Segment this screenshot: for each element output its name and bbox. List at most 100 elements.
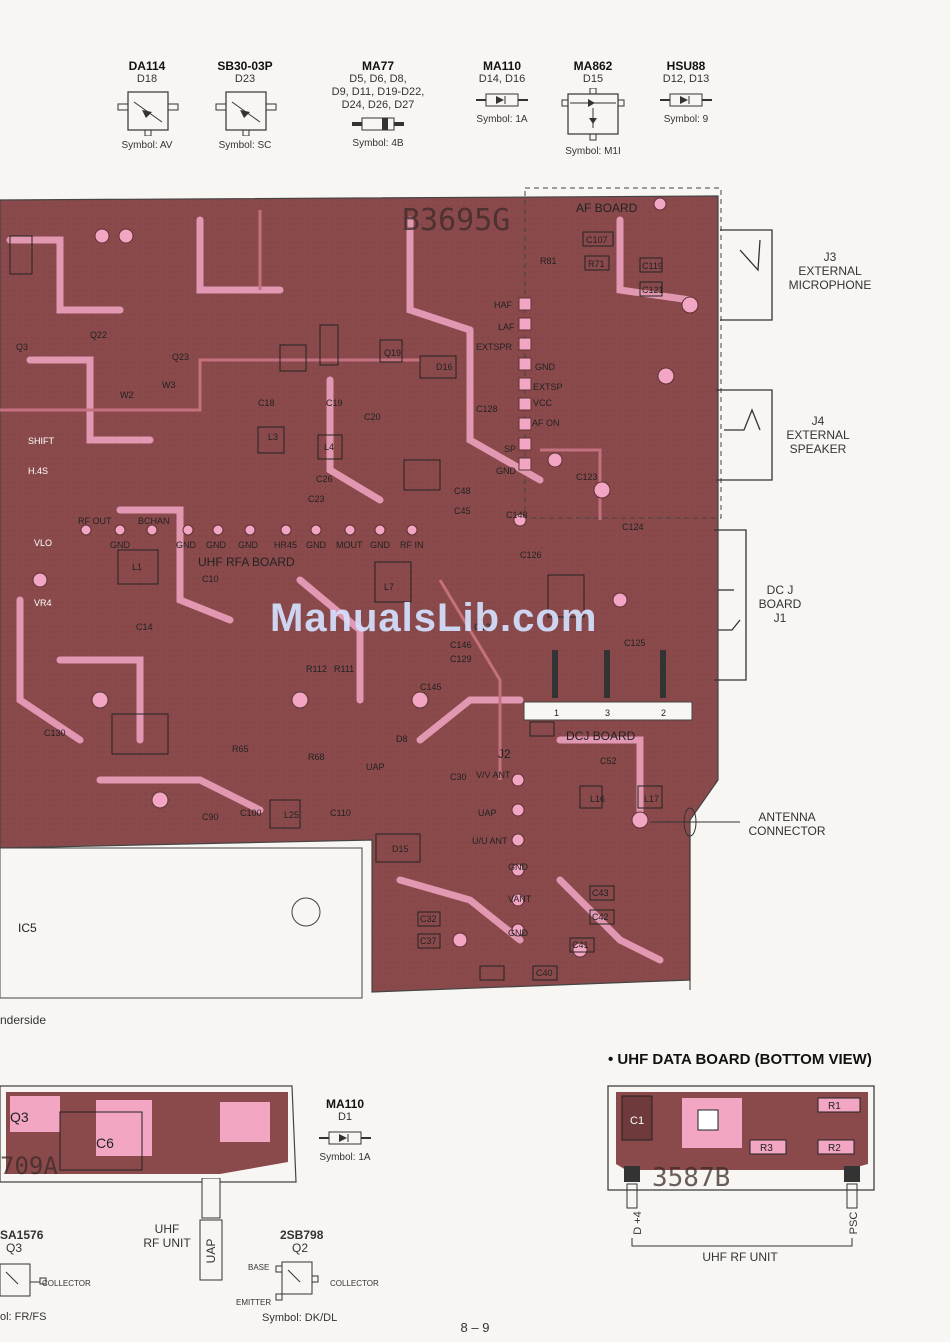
rfa-pin: GND [306, 540, 327, 550]
schottky-diode-icon [215, 91, 277, 136]
af-pin: GND [496, 466, 517, 476]
symbol-label: Symbol: 4B [352, 138, 404, 149]
af-pin: EXTSPR [476, 342, 513, 352]
rfa-pin: HR45 [274, 540, 297, 550]
uap-label: UAP [204, 1238, 218, 1264]
part-ma77: MA77 D5, D6, D8, D9, D11, D19-D22, D24, … [318, 60, 438, 150]
component-label: W3 [162, 380, 176, 390]
diode-icon [660, 93, 712, 107]
component-label: C45 [454, 506, 471, 516]
component-label: C10 [202, 574, 219, 584]
uhf-rfa-label: UHF RFA BOARD [198, 555, 295, 569]
underside-label: nderside [0, 1013, 47, 1027]
component-label: C19 [326, 398, 343, 408]
ic5-label: IC5 [18, 921, 37, 935]
part-number: MA77 [361, 59, 394, 73]
data-board-unit-label: UHF RF UNIT [702, 1250, 778, 1264]
component-label: C127 [474, 622, 496, 632]
component-label: C128 [476, 404, 498, 414]
part-number: MA110 [325, 1097, 365, 1111]
right-connectors [714, 229, 773, 681]
af-pin: LAF [498, 322, 515, 332]
part-refs: D18 [136, 73, 158, 85]
uhf-data-board: C1 R1 R3 R2 3587B [607, 1085, 875, 1247]
rfa-pin: GND [206, 540, 227, 550]
component-label: C126 [520, 550, 542, 560]
board-code: B3695G [402, 203, 510, 238]
rfa-pin: GND [370, 540, 391, 550]
j2-pin: GND [508, 928, 529, 938]
component-label: C146 [450, 640, 472, 650]
rfa-pin: GND [110, 540, 131, 550]
r3-label: R3 [760, 1143, 773, 1154]
board-code-709a: 709A [0, 1152, 58, 1180]
component-label: R111 [334, 664, 354, 674]
component-label: C40 [536, 968, 553, 978]
component-label: L7 [384, 582, 394, 592]
part-ma110: MA110 D14, D16 Symbol: 1A [447, 60, 557, 126]
j2-pin: V/V ANT [476, 770, 511, 780]
component-label: C18 [258, 398, 275, 408]
symbol-label: Symbol: 1A [319, 1152, 371, 1163]
af-pin: VCC [533, 398, 553, 408]
component-label: L1 [132, 562, 142, 572]
dual-diode-icon [561, 88, 625, 141]
part-refs: D1 [337, 1111, 353, 1123]
component-label: C32 [420, 914, 437, 924]
component-label: C23 [308, 494, 325, 504]
component-label: C20 [364, 412, 381, 422]
diode-icon [352, 117, 404, 131]
rfa-pin: MOUT [336, 540, 363, 550]
component-label: Q3 [16, 342, 28, 352]
part-sb30-03p: SB30-03P D23 Symbol: SC [190, 60, 300, 152]
sb798-part: 2SB798 [280, 1228, 324, 1242]
rfa-pin: RF OUT [78, 516, 112, 526]
component-label: VLO [34, 538, 52, 548]
component-label: L16 [590, 794, 605, 804]
component-label: D16 [436, 362, 453, 372]
j2-pin: GND [508, 862, 529, 872]
component-label: R81 [540, 256, 557, 266]
component-label: C43 [592, 888, 609, 898]
component-label: C123 [576, 472, 598, 482]
component-label: W2 [120, 390, 134, 400]
component-label: VR4 [34, 598, 52, 608]
dcj-pin-2: 2 [661, 708, 666, 718]
component-label: D8 [396, 734, 408, 744]
j2-pin: UAP [478, 808, 497, 818]
main-pcb: 1 3 2 B3695G AF BOARD UHF RFA BOARD DCJ … [0, 187, 722, 999]
af-pin: GND [535, 362, 556, 372]
component-label: C37 [420, 936, 437, 946]
component-label: C30 [450, 772, 467, 782]
component-label: C41 [572, 940, 589, 950]
af-pin: SP [504, 444, 516, 454]
part-number: MA110 [482, 59, 522, 73]
c6-label: C6 [96, 1135, 114, 1151]
r2-label: R2 [828, 1143, 841, 1154]
component-label: L4 [324, 442, 334, 452]
part-da114: DA114 D18 Symbol: AV [92, 60, 202, 152]
part-refs: D14, D16 [478, 73, 526, 85]
r1-label: R1 [828, 1101, 841, 1112]
part-number: DA114 [128, 59, 166, 73]
dcj-pin-1: 1 [554, 708, 559, 718]
uhf-data-board-title: • UHF DATA BOARD (BOTTOM VIEW) [608, 1051, 872, 1068]
diode-icon [476, 93, 528, 107]
q3-label: Q3 [10, 1109, 29, 1125]
j2-pin-labels: V/V ANT UAP U/U ANT GND VANT GND [472, 770, 532, 938]
component-label: C26 [316, 474, 333, 484]
component-label: C148 [506, 510, 528, 520]
component-label: Q23 [172, 352, 189, 362]
af-pin-labels: HAF LAF EXTSPR GND EXTSP VCC AF ON SP GN… [476, 300, 563, 476]
component-label: C14 [136, 622, 153, 632]
component-label: R68 [308, 752, 325, 762]
j2-pin: VANT [508, 894, 532, 904]
symbol-label: Symbol: AV [121, 140, 173, 151]
part-refs: D5, D6, D8, D9, D11, D19-D22, D24, D26, … [331, 73, 425, 111]
sb798-ref: Q2 [292, 1241, 309, 1255]
rfa-pin-labels: RF OUT GND BCHAN GND GND GND HR45 GND MO… [78, 516, 424, 550]
component-label: C129 [450, 654, 472, 664]
sb798-base-label: BASE [248, 1263, 270, 1272]
rfa-pin: GND [176, 540, 197, 550]
component-label: D15 [392, 844, 409, 854]
